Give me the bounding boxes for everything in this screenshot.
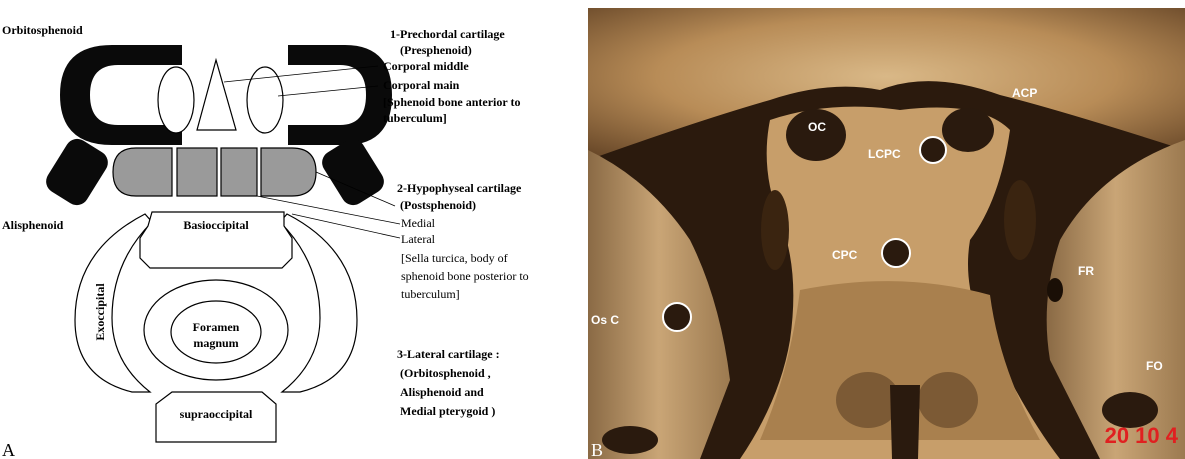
- label-lcpc: LCPC: [868, 147, 901, 161]
- legend-c2-title: 2-Hypophyseal cartilage: [397, 181, 522, 195]
- pointer-corporal-main: [278, 86, 378, 96]
- legend-c1-note1: [Sphenoid bone anterior to: [383, 95, 520, 109]
- label-cpc: CPC: [832, 248, 858, 262]
- hypophyseal-lateral-left: [113, 148, 172, 196]
- corporal-main-right-oval: [247, 67, 283, 133]
- right-optic-shadow: [942, 108, 994, 152]
- panel-a-letter: A: [2, 440, 15, 459]
- legend-c2-note2: sphenoid bone posterior to: [401, 269, 529, 283]
- cpc-marker-circle: [882, 239, 910, 267]
- right-deep-shadow: [1004, 180, 1036, 260]
- legend-c2-medial: Medial: [401, 216, 436, 230]
- label-basioccipital: Basioccipital: [183, 218, 249, 232]
- label-osc: Os C: [591, 313, 619, 327]
- legend-c2-note1: [Sella turcica, body of: [401, 251, 508, 265]
- clivus-central-notch: [890, 385, 920, 459]
- clivus-notch-right: [918, 372, 978, 428]
- label-oc: OC: [808, 120, 826, 134]
- optic-canal-shadow: [786, 109, 846, 161]
- label-exoccipital: Exoccipital: [93, 283, 107, 341]
- corporal-middle-triangle: [197, 60, 236, 130]
- label-alisphenoid: Alisphenoid: [2, 218, 64, 232]
- legend-c3-line3: Alisphenoid and: [400, 385, 484, 399]
- legend-c1-note2: tuberculum]: [383, 111, 447, 125]
- label-magnum: magnum: [193, 336, 238, 350]
- orbitosphenoid-right-shape: [288, 45, 392, 145]
- legend-c3-line2: (Orbitosphenoid ,: [400, 366, 491, 380]
- label-fr: FR: [1078, 264, 1094, 278]
- panel-b-photo: OC ACP LCPC CPC FR Os C FO 20 10 4 B: [588, 8, 1185, 459]
- pointer-corporal-middle: [224, 66, 378, 82]
- legend-c1-middle: Corporal middle: [383, 59, 469, 73]
- label-orbitosphenoid: Orbitosphenoid: [2, 23, 83, 37]
- panel-a-diagram: Orbitosphenoid Alisphenoid Basioccipital…: [2, 23, 529, 459]
- lcpc-marker-circle: [920, 137, 946, 163]
- left-lower-shadow: [602, 426, 658, 454]
- label-acp: ACP: [1012, 86, 1037, 100]
- osc-marker-circle: [663, 303, 691, 331]
- date-stamp: 20 10 4: [1105, 423, 1179, 448]
- hypophyseal-medial-2: [221, 148, 257, 196]
- alisphenoid-left-shape: [42, 134, 113, 209]
- legend-c1-sub: (Presphenoid): [400, 43, 472, 57]
- clivus-notch-left: [836, 372, 900, 428]
- hypophyseal-medial-1: [177, 148, 217, 196]
- hypophyseal-lateral-right: [261, 148, 316, 196]
- legend-c2-lateral: Lateral: [401, 232, 436, 246]
- label-supraoccipital: supraoccipital: [180, 407, 253, 421]
- panel-b-letter: B: [591, 440, 603, 459]
- legend-c1-title: 1-Prechordal cartilage: [390, 27, 505, 41]
- legend-c3-title: 3-Lateral cartilage :: [397, 347, 500, 361]
- legend-c1-main: Corporal main: [383, 78, 460, 92]
- legend-c2-note3: tuberculum]: [401, 287, 460, 301]
- label-foramen: Foramen: [193, 320, 240, 334]
- legend-c2-sub: (Postsphenoid): [400, 198, 476, 212]
- foramen-rotundum-hole: [1047, 278, 1063, 302]
- left-deep-shadow: [761, 190, 789, 270]
- legend-c3-line4: Medial pterygoid ): [400, 404, 495, 418]
- corporal-main-left-oval: [158, 67, 194, 133]
- label-fo: FO: [1146, 359, 1163, 373]
